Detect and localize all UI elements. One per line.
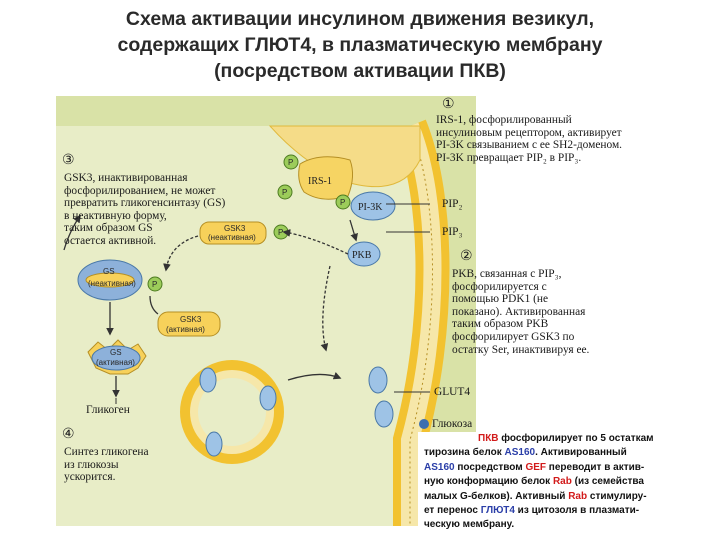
step-1-text: IRS-1, фосфорилированный инсулиновым рец… [436,114,622,164]
svg-text:GS: GS [103,267,115,276]
note-line-1: ПКВ фосфорилирует по 5 остаткам [478,433,654,444]
svg-text:(неактивная): (неактивная) [208,233,256,242]
step-3-line: превратить гликогенсинтазу (GS) [64,197,226,210]
svg-text:GSK3: GSK3 [224,224,246,233]
gs-inactive: GS (неактивная) [77,259,143,301]
step-4-line: ускорится. [64,471,116,484]
pkb-protein: PKB [347,241,381,267]
pip3-label: PIP₃ [442,226,463,238]
step-4-line: из глюкозы [64,458,119,471]
title-line-3: (посредством активации ПКВ) [214,60,506,82]
pi3k-protein: PI-3K [350,191,396,221]
step-1-line: PI-3K превращает PIP₂ в PIP₃. [436,151,582,164]
step-2-line: показано). Активированная [452,305,586,318]
title-line-2: содержащих ГЛЮТ4, в плазматическую мембр… [117,34,603,56]
svg-text:P: P [340,198,345,207]
pip2-label: PIP₂ [442,198,463,210]
note-line-6: ет перенос ГЛЮТ4 из цитозоля в плазмати- [424,505,640,517]
step-3-line: GSK3, инактивированная [64,172,188,184]
glucose-label: Глюкоза [432,418,473,430]
glut4-label: GLUT4 [434,386,471,398]
glycogen-label: Гликоген [86,404,130,416]
step-2-text: PKB, связанная с PIP₃, фосфорилируется с… [452,268,589,356]
glut4-transporter-vesicle-2 [259,385,277,411]
step-2-line: фосфорилирует GSK3 по [452,330,575,343]
step-3-text: GSK3, инактивированная фосфорилированием… [64,172,225,248]
step-4-line: Синтез гликогена [64,446,149,458]
svg-text:P: P [282,188,287,197]
irs1-protein: IRS-1 [298,156,354,200]
svg-text:(неактивная): (неактивная) [88,279,136,288]
arrows [63,203,430,398]
step-3-line: в неактивную форму, [64,209,167,222]
step-1-number: ① [442,97,455,112]
step-4-number: ④ [62,427,75,442]
step-1-line: инсулиновым рецептором, активирует [436,126,622,139]
note-line-3: AS160 посредством GEF переводит в актив- [424,461,645,473]
phospho-group-5: P [147,276,163,292]
slide-title: Схема активации инсулином движения везик… [20,6,700,84]
step-2-line: помощью PDK1 (не [452,293,549,306]
glut4-transporter-membrane-2 [374,400,394,428]
note-line-2: тирозина белок AS160. Активированный [424,447,627,459]
note-line-4: ную конформацию белок Rab (из семейства [424,476,644,488]
svg-text:P: P [278,228,283,237]
svg-text:P: P [288,158,293,167]
step-4-text: Синтез гликогена из глюкозы ускорится. [64,446,149,484]
glucose-dot [419,419,429,429]
gs-active: GS (активная) [87,339,147,375]
glut4-transporter-membrane-1 [368,366,388,394]
title-line-1: Схема активации инсулином движения везик… [125,8,595,30]
annotation-note: ПКВ фосфорилирует по 5 остаткам тирозина… [418,432,720,540]
note-line-7: ческую мембрану. [424,519,515,531]
glut4-transporter-vesicle-1 [199,367,217,393]
step-3-line: остается активной. [64,234,157,247]
plasma-membrane [393,119,450,526]
note-line-5: малых G-белков). Активный Rab стимулиру- [424,490,647,502]
pi3k-label: PI-3K [358,202,383,213]
glut4-vesicle [180,360,284,464]
phospho-group-3: P [335,194,351,210]
step-2-line: PKB, связанная с PIP₃, [452,268,562,280]
step-2-line: остатку Ser, инактивируя ее. [452,343,590,356]
gsk3-inactive: GSK3 (неактивная) [199,221,267,245]
glut4-transporter-vesicle-3 [205,431,223,457]
step-3-line: фосфорилированием, не может [64,184,216,197]
svg-text:GSK3: GSK3 [180,315,202,324]
gsk3-active: GSK3 (активная) [157,311,221,337]
step-2-number: ② [460,249,473,264]
step-3-line: таким образом GS [64,222,153,235]
irs1-label: IRS-1 [308,176,332,187]
svg-text:(активная): (активная) [96,358,135,367]
svg-text:P: P [152,280,157,289]
phospho-group-2: P [277,184,293,200]
step-1-line: PI-3K связыванием с ее SH2-доменом. [436,139,623,152]
phospho-group-1: P [283,154,299,170]
step-3-number: ③ [62,153,75,168]
svg-text:GS: GS [110,348,122,357]
step-2-line: фосфорилируется с [452,280,547,293]
pkb-label: PKB [352,250,372,261]
step-2-line: таким образом PKB [452,318,549,331]
svg-text:(активная): (активная) [166,325,205,334]
step-1-line: IRS-1, фосфорилированный [436,114,572,126]
